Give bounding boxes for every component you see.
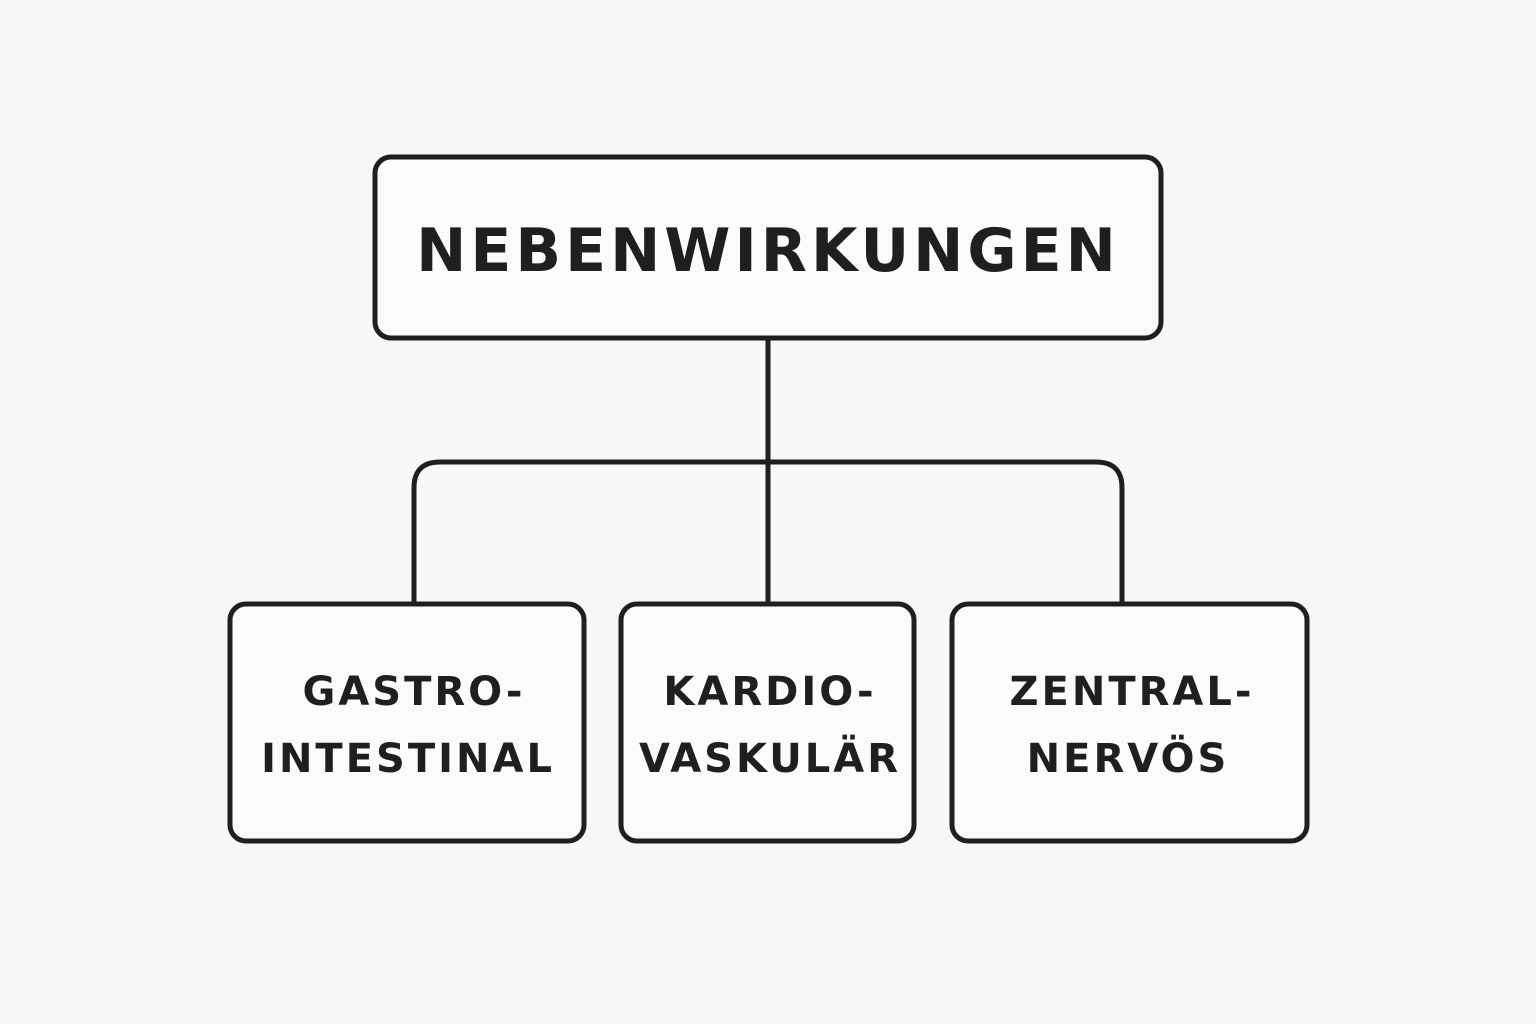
- child-node-zentralnervos: ZENTRAL- NERVÖS: [949, 601, 1310, 844]
- child-node-label-line2: NERVÖS: [1027, 734, 1230, 782]
- child-node-gastrointestinal: GASTRO- INTESTINAL: [227, 601, 587, 844]
- child-node-label-line2: VASKULÄR: [639, 734, 901, 782]
- root-node: NEBENWIRKUNGEN: [372, 154, 1164, 341]
- branch-bar-connector: [411, 459, 1125, 604]
- root-node-box: [372, 154, 1164, 341]
- connectors: [411, 338, 1125, 604]
- child-node-label-line1: KARDIO-: [663, 669, 876, 715]
- child-node-box: [618, 601, 917, 844]
- child-node-box: [227, 601, 587, 844]
- child-node-label-line2: INTESTINAL: [261, 736, 555, 782]
- child-node-label-line1: GASTRO-: [302, 669, 525, 715]
- root-node-label: NEBENWIRKUNGEN: [416, 216, 1120, 286]
- child-node-kardiovaskular: KARDIO- VASKULÄR: [618, 601, 917, 844]
- child-node-label-line1: ZENTRAL-: [1010, 669, 1255, 715]
- child-node-box: [949, 601, 1310, 844]
